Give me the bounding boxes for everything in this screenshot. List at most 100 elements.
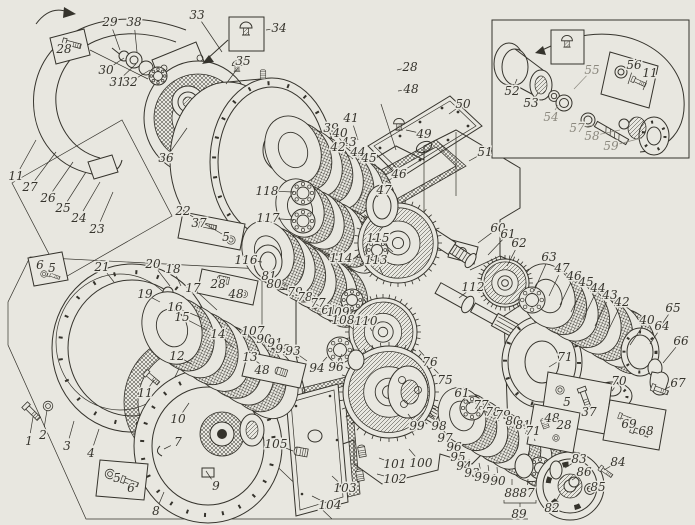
part-label-95: 95 [450,450,465,464]
leader-line [283,446,294,452]
leader-line [301,295,312,302]
splined-bush [239,413,265,447]
inset-box-bolt-washer-left [177,211,246,251]
clutch-disc [141,291,203,365]
part-label-41: 41 [342,111,358,125]
part-label-90: 90 [490,474,506,488]
part-label-48: 48 [402,82,419,96]
left-assembly-border [7,256,263,520]
inset-sub-box-breather [550,29,585,65]
part-label-34: 34 [271,21,286,35]
part-label-110: 110 [355,314,378,328]
bolt-icon [21,401,43,423]
inset-box-bolt-tl [49,28,91,65]
part-label-57: 57 [569,121,585,135]
washer-icon [555,385,565,395]
part-label-81: 81 [515,418,530,432]
leader-line [664,386,671,390]
leader-line [270,342,282,350]
part-label-105: 105 [265,437,288,451]
part-label-61: 61 [454,386,469,400]
part-label-4: 4 [86,446,95,460]
part-label-116: 116 [235,253,258,267]
ball-bearing [340,288,364,312]
part-label-98: 98 [431,419,447,433]
leader-line [385,177,393,183]
leader-line [448,108,457,115]
leader-line [570,288,583,313]
part-label-78: 78 [297,290,313,304]
part-label-27: 27 [21,180,38,194]
leader-line [383,243,394,253]
part-label-48: 48 [253,363,270,377]
part-label-37: 37 [581,405,597,419]
leader-line [478,462,481,470]
part-label-43: 43 [601,288,618,302]
leader-line [158,491,165,504]
part-label-45: 45 [360,151,376,165]
leader-line [344,151,354,160]
part-label-29: 29 [101,15,118,29]
shaft-hub [365,184,399,228]
part-label-10: 10 [170,412,186,426]
leader-line [477,232,492,244]
part-label-93: 93 [285,344,301,358]
part-label-17: 17 [185,281,201,295]
part-label-28: 28 [55,42,72,56]
part-label-94: 94 [309,361,324,375]
part-label-100: 100 [410,456,433,470]
part-label-51: 51 [477,145,492,159]
part-label-65: 65 [665,301,680,315]
leader-line [189,214,223,235]
part-label-13: 13 [242,350,258,364]
leader-line [555,493,561,502]
leader-line [331,475,340,483]
part-label-45: 45 [577,275,593,289]
leader-line [611,387,615,392]
leader-line [343,316,350,322]
part-label-71: 71 [525,424,540,438]
part-label-91: 91 [267,336,282,350]
leader-line [433,368,440,375]
gear-front-hub [387,365,429,419]
part-label-113: 113 [365,253,388,267]
part-label-87: 87 [519,486,535,500]
part-label-5: 5 [563,395,571,409]
leader-line [344,139,351,149]
leader-line [348,325,354,330]
inset-box-bolt-washer-bottom-left [95,459,149,501]
part-label-32: 32 [122,75,137,89]
ring-part-inner [583,115,593,125]
part-label-91: 91 [482,472,497,486]
part-label-107: 107 [242,324,265,338]
leader-line [122,63,137,77]
part-label-19: 19 [137,287,153,301]
leader-line [106,273,115,283]
part-label-46: 46 [565,269,582,283]
part-label-55: 55 [584,63,599,77]
leader-line [182,402,190,413]
part-label-44: 44 [349,145,365,159]
part-label-11: 11 [8,169,23,183]
part-label-47: 47 [553,261,570,275]
part-label-83: 83 [571,452,587,466]
rotation-arrow-head [63,7,76,18]
part-label-59: 59 [603,139,619,153]
bolt-shank-line [89,49,149,80]
part-label-109: 109 [327,305,350,319]
part-label-102: 102 [384,472,407,486]
leader-line [99,191,114,222]
part-label-6: 6 [36,258,44,272]
washer-icon [552,434,560,442]
part-label-114: 114 [330,251,353,265]
part-label-35: 35 [235,54,250,68]
part-label-66: 66 [673,334,689,348]
leader-line [225,67,239,85]
leader-line [68,420,75,439]
clutch-disc-packs [141,115,657,495]
leader-line [281,346,292,354]
leader-line [429,411,435,420]
leader-line [43,409,48,428]
part-label-16: 16 [167,300,183,314]
ball-bearing [148,66,168,86]
